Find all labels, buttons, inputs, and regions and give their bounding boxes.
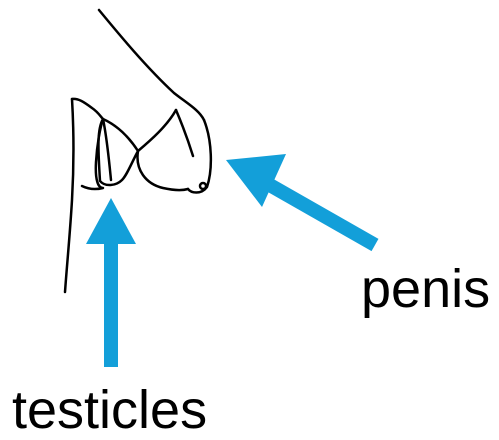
glans-inner-line bbox=[176, 110, 193, 156]
penis-arrowhead bbox=[226, 154, 286, 207]
penis-label: penis bbox=[361, 262, 490, 316]
penis-arrow bbox=[226, 154, 375, 245]
testicle-inner-outline bbox=[103, 119, 111, 180]
testicles-arrowhead bbox=[86, 198, 136, 244]
body-contour-line bbox=[65, 99, 74, 292]
testicles-arrow bbox=[86, 198, 136, 367]
glans-tip-mark bbox=[200, 183, 206, 189]
testicles-label: testicles bbox=[12, 383, 207, 437]
shaft-top-outline bbox=[99, 10, 204, 120]
anatomy-outline-drawing bbox=[65, 10, 211, 292]
penis-arrow-shaft bbox=[268, 184, 375, 245]
glans-outline bbox=[188, 120, 211, 193]
scrotum-outline bbox=[72, 99, 103, 189]
